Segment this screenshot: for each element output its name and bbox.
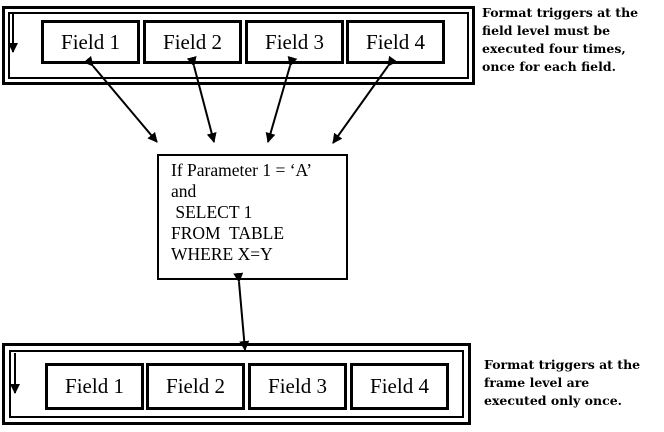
- top-note-line: field level must be: [482, 23, 611, 38]
- arrow-field2-logic: [186, 56, 217, 143]
- logic-box: If Parameter 1 = ‘A’ and SELECT 1 FROM T…: [157, 154, 348, 280]
- logic-line: and: [171, 181, 197, 201]
- logic-line: SELECT 1: [171, 202, 253, 222]
- bottom-note-line: Format triggers at the: [484, 357, 641, 372]
- logic-line: WHERE X=Y: [171, 244, 273, 264]
- bottom-note: Format triggers at the frame level are e…: [484, 356, 640, 410]
- arrow-logic-bottom-frame: [233, 272, 250, 351]
- top-field-2: Field 2: [143, 20, 242, 64]
- bottom-field-4: Field 4: [350, 363, 449, 410]
- top-note-line: once for each field.: [482, 59, 616, 74]
- arrow-field3-logic: [265, 55, 298, 143]
- arrow-field1-logic: [83, 55, 158, 143]
- logic-line: FROM TABLE: [171, 223, 285, 243]
- bottom-note-line: executed only once.: [484, 393, 623, 408]
- arrow-field4-logic: [332, 55, 398, 144]
- bottom-field-1: Field 1: [45, 363, 144, 410]
- top-note-line: Format triggers at the: [482, 5, 639, 20]
- bottom-field-2: Field 2: [146, 363, 245, 410]
- logic-line: If Parameter 1 = ‘A’: [171, 160, 313, 180]
- top-note: Format triggers at the field level must …: [482, 4, 638, 76]
- bottom-field-3: Field 3: [248, 363, 347, 410]
- top-note-line: executed four times,: [482, 41, 626, 56]
- bottom-note-line: frame level are: [484, 375, 590, 390]
